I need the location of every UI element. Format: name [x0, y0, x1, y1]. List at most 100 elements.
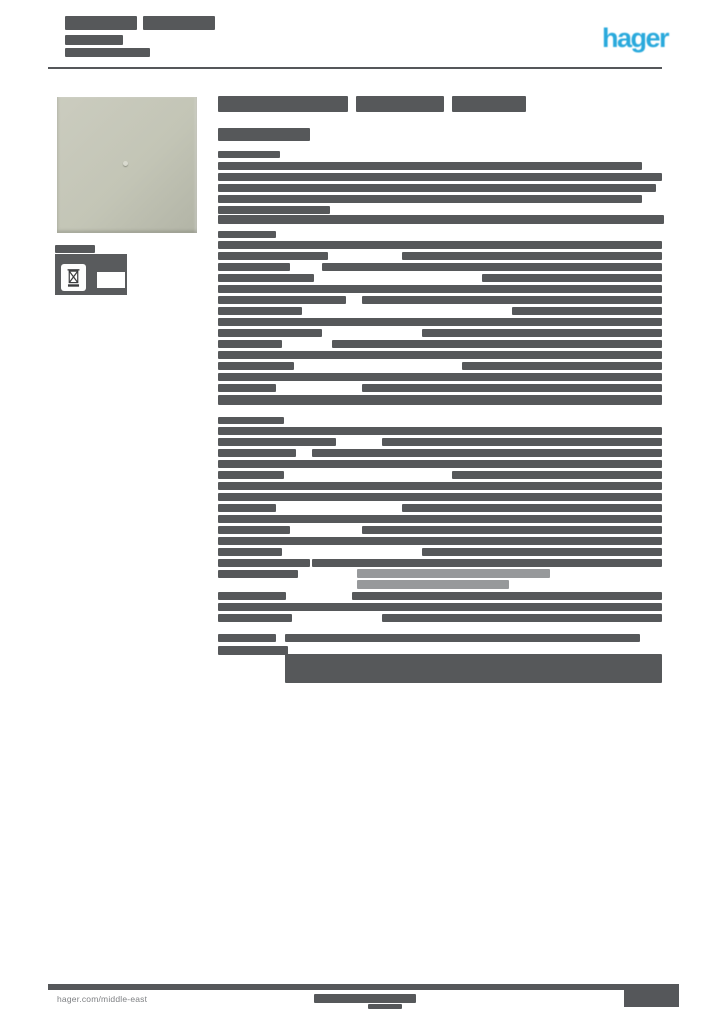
redacted-text-bar — [357, 569, 550, 578]
redacted-text-bar — [218, 603, 324, 611]
redacted-text-bar — [218, 206, 330, 214]
header-divider — [48, 67, 662, 69]
redacted-text-bar — [218, 438, 336, 446]
redacted-text-bar — [218, 195, 642, 203]
weee-crossed-bin-icon — [61, 264, 86, 291]
redacted-text-bar — [218, 427, 278, 435]
redacted-text-bar — [65, 16, 137, 30]
redacted-text-bar — [218, 128, 310, 141]
redacted-text-bar — [218, 548, 282, 556]
redacted-text-bar — [482, 274, 662, 282]
redacted-text-bar — [218, 493, 304, 501]
page-number-box — [624, 990, 679, 1007]
redacted-text-bar — [512, 307, 662, 315]
redacted-text-bar — [218, 184, 656, 192]
redacted-text-bar — [218, 307, 302, 315]
redacted-text-bar — [250, 285, 662, 293]
redacted-text-bar — [218, 151, 280, 158]
redacted-text-bar — [218, 274, 314, 282]
redacted-text-bar — [55, 245, 95, 253]
redacted-text-bar — [218, 449, 296, 457]
redacted-text-bar — [285, 634, 640, 642]
redacted-text-bar — [285, 654, 662, 683]
redacted-text-bar — [242, 537, 662, 545]
redacted-text-bar — [312, 449, 662, 457]
redacted-text-bar — [422, 329, 662, 337]
redacted-text-bar — [282, 603, 662, 611]
redacted-text-bar — [218, 215, 664, 224]
redacted-text-bar — [402, 504, 662, 512]
redacted-text-bar — [382, 438, 662, 446]
redacted-text-bar — [218, 559, 310, 567]
redacted-text-bar — [218, 252, 328, 260]
redacted-text-bar — [218, 417, 284, 424]
redacted-text-bar — [452, 471, 662, 479]
certification-mark — [97, 272, 125, 288]
redacted-text-bar — [368, 1004, 402, 1009]
redacted-text-bar — [362, 384, 662, 392]
redacted-text-bar — [218, 173, 662, 181]
redacted-text-bar — [314, 994, 416, 1003]
product-image — [57, 97, 197, 233]
redacted-text-bar — [218, 504, 276, 512]
redacted-text-bar — [143, 16, 215, 30]
redacted-text-bar — [218, 96, 348, 112]
redacted-text-bar — [218, 460, 312, 468]
redacted-text-bar — [218, 471, 284, 479]
redacted-text-bar — [218, 482, 342, 490]
redacted-text-bar — [218, 340, 282, 348]
redacted-text-bar — [452, 96, 526, 112]
redacted-text-bar — [218, 241, 274, 249]
redacted-text-bar — [218, 570, 298, 578]
redacted-text-bar — [218, 373, 334, 381]
redacted-text-bar — [218, 515, 318, 523]
redacted-text-bar — [218, 162, 642, 170]
redacted-text-bar — [422, 548, 662, 556]
redacted-text-bar — [322, 263, 662, 271]
redacted-text-bar — [218, 231, 276, 238]
redacted-text-bar — [218, 634, 276, 642]
redacted-text-bar — [218, 592, 286, 600]
redacted-text-bar — [332, 482, 662, 490]
redacted-text-bar — [218, 318, 288, 326]
redacted-text-bar — [352, 592, 662, 600]
redacted-text-bar — [382, 614, 662, 622]
redacted-text-bar — [242, 351, 662, 359]
redacted-text-bar — [218, 329, 322, 337]
redacted-text-bar — [332, 340, 662, 348]
redacted-text-bar — [218, 395, 306, 405]
redacted-text-bar — [362, 296, 662, 304]
redacted-text-bar — [362, 526, 662, 534]
redacted-text-bar — [232, 460, 662, 468]
redacted-text-bar — [357, 580, 509, 589]
redacted-text-bar — [302, 515, 662, 523]
redacted-text-bar — [218, 614, 292, 622]
redacted-text-bar — [302, 373, 662, 381]
redacted-text-bar — [218, 263, 290, 271]
redacted-text-bar — [218, 362, 294, 370]
redacted-text-bar — [356, 96, 444, 112]
redacted-text-bar — [218, 646, 288, 655]
redacted-text-bar — [462, 362, 662, 370]
redacted-text-bar — [218, 285, 278, 293]
redacted-text-bar — [402, 252, 662, 260]
redacted-text-bar — [218, 351, 308, 359]
footer-rule — [48, 984, 679, 990]
hager-logo: hager — [584, 22, 670, 56]
redacted-text-bar — [218, 384, 276, 392]
redacted-text-bar — [264, 241, 662, 249]
website-link[interactable]: hager.com/middle-east — [57, 994, 148, 1004]
redacted-text-bar — [312, 559, 662, 567]
redacted-text-bar — [218, 537, 330, 545]
redacted-text-bar — [282, 318, 662, 326]
certification-panel — [55, 254, 127, 295]
hager-logo-text: hager — [601, 23, 670, 53]
redacted-text-bar — [262, 493, 662, 501]
redacted-text-bar — [218, 526, 290, 534]
product-image-center-dot — [123, 161, 128, 166]
redacted-text-bar — [218, 296, 346, 304]
redacted-text-bar — [232, 395, 662, 405]
redacted-text-bar — [65, 35, 123, 45]
redacted-text-bar — [65, 48, 150, 57]
